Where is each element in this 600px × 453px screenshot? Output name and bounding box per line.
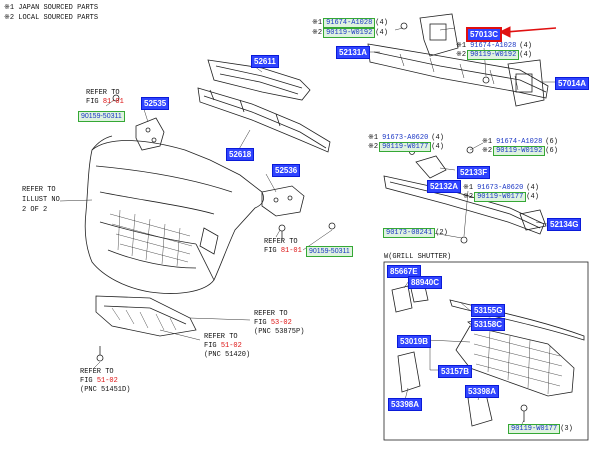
part-52536[interactable]: 52536 — [272, 164, 301, 177]
refer-illust-line2: ILLUST NO — [22, 196, 60, 204]
grill-shutter-label: W(GRILL SHUTTER) — [384, 253, 452, 261]
part-52132A[interactable]: 52132A — [427, 180, 462, 193]
part-53019B[interactable]: 53019B — [397, 335, 432, 348]
part-52611[interactable]: 52611 — [251, 55, 279, 68]
fastener-code[interactable]: 90119-W0192 — [323, 28, 376, 38]
ref-fig51-a: REFER TO FIG 51-02 (PNC 51420) — [204, 333, 251, 359]
fastener-90159-left[interactable]: 90159-50311 — [78, 111, 125, 122]
fastener-code[interactable]: 91673-A0620 — [382, 134, 429, 142]
fastener-grill: 90119-W0177(3) — [508, 424, 573, 434]
fastener-code[interactable]: 90119-W0192 — [493, 146, 546, 156]
part-52131A[interactable]: 52131A — [336, 46, 371, 59]
part-57013C[interactable]: 57013C — [466, 27, 503, 42]
part-53158C[interactable]: 53158C — [471, 318, 506, 331]
part-53155G[interactable]: 53155G — [471, 304, 506, 317]
ref-link[interactable]: 51-02 — [96, 377, 118, 385]
bumper-cover — [84, 140, 264, 294]
part-52618[interactable]: 52618 — [226, 148, 255, 161]
part-52133F[interactable]: 52133F — [457, 166, 491, 179]
part-52134G[interactable]: 52134G — [547, 218, 582, 231]
part-53157B[interactable]: 53157B — [438, 365, 473, 378]
bracket-52134g — [519, 209, 547, 231]
legend-japan: ※1 JAPAN SOURCED PARTS — [4, 4, 99, 12]
part-57014A[interactable]: 57014A — [555, 77, 590, 90]
legend-local: ※2 LOCAL SOURCED PARTS — [4, 14, 99, 22]
fastener-code[interactable]: 91674-A1028 — [496, 138, 543, 146]
part-53398A-left[interactable]: 53398A — [388, 398, 423, 411]
part-53398A-right[interactable]: 53398A — [465, 385, 500, 398]
ref-fig81-top: REFER TO FIG 81-01 — [86, 89, 124, 106]
bracket-52133f — [415, 155, 447, 179]
ref-link[interactable]: 81-01 — [102, 98, 124, 106]
reinforcement-upper — [367, 43, 549, 99]
ref-fig53: REFER TO FIG 53-02 (PNC 53875P) — [254, 310, 305, 336]
bracket-57013c — [419, 13, 459, 57]
fastener-code[interactable]: 91673-A0620 — [477, 184, 524, 192]
ref-link[interactable]: 53-02 — [270, 319, 292, 327]
fastener-code[interactable]: 90119-W0177 — [379, 142, 432, 152]
absorber-upper — [207, 59, 311, 101]
reinforcement-lower — [383, 175, 545, 235]
bracket-left — [135, 117, 165, 151]
refer-illust-line3: 2 OF 2 — [22, 206, 48, 214]
fastener-code[interactable]: 90119-W0177 — [474, 192, 527, 202]
bracket-center — [261, 185, 305, 217]
fastener-code[interactable]: 91674-A1028 — [470, 42, 517, 50]
highlight-arrow — [498, 26, 557, 38]
ref-fig81-mid: REFER TO FIG 81-01 — [264, 238, 302, 255]
bracket-57014a — [507, 59, 545, 107]
lower-spoiler — [95, 295, 197, 337]
part-85667E[interactable]: 85667E — [387, 265, 421, 278]
grill-shutter-frame — [383, 261, 589, 441]
part-88940C[interactable]: 88940C — [408, 276, 443, 289]
ref-link[interactable]: 81-01 — [280, 247, 302, 255]
fastener-code[interactable]: 91674-A1028 — [323, 18, 376, 28]
ref-fig51-b: REFER TO FIG 51-02 (PNC 51451D) — [80, 368, 131, 394]
ref-link[interactable]: 51-02 — [220, 342, 242, 350]
fastener-code[interactable]: 90173-08241 — [383, 228, 436, 238]
part-52535[interactable]: 52535 — [141, 97, 170, 110]
refer-illust-line1: REFER TO — [22, 186, 56, 194]
fastener-code[interactable]: 90119-W0192 — [467, 50, 520, 60]
absorber-lower — [197, 87, 331, 153]
fastener-code[interactable]: 90119-W0177 — [508, 424, 561, 434]
fastener-90159-center[interactable]: 90159-50311 — [306, 246, 353, 257]
fastener-90173: 90173-08241(2) — [383, 228, 448, 238]
shutter-assembly — [455, 325, 575, 397]
